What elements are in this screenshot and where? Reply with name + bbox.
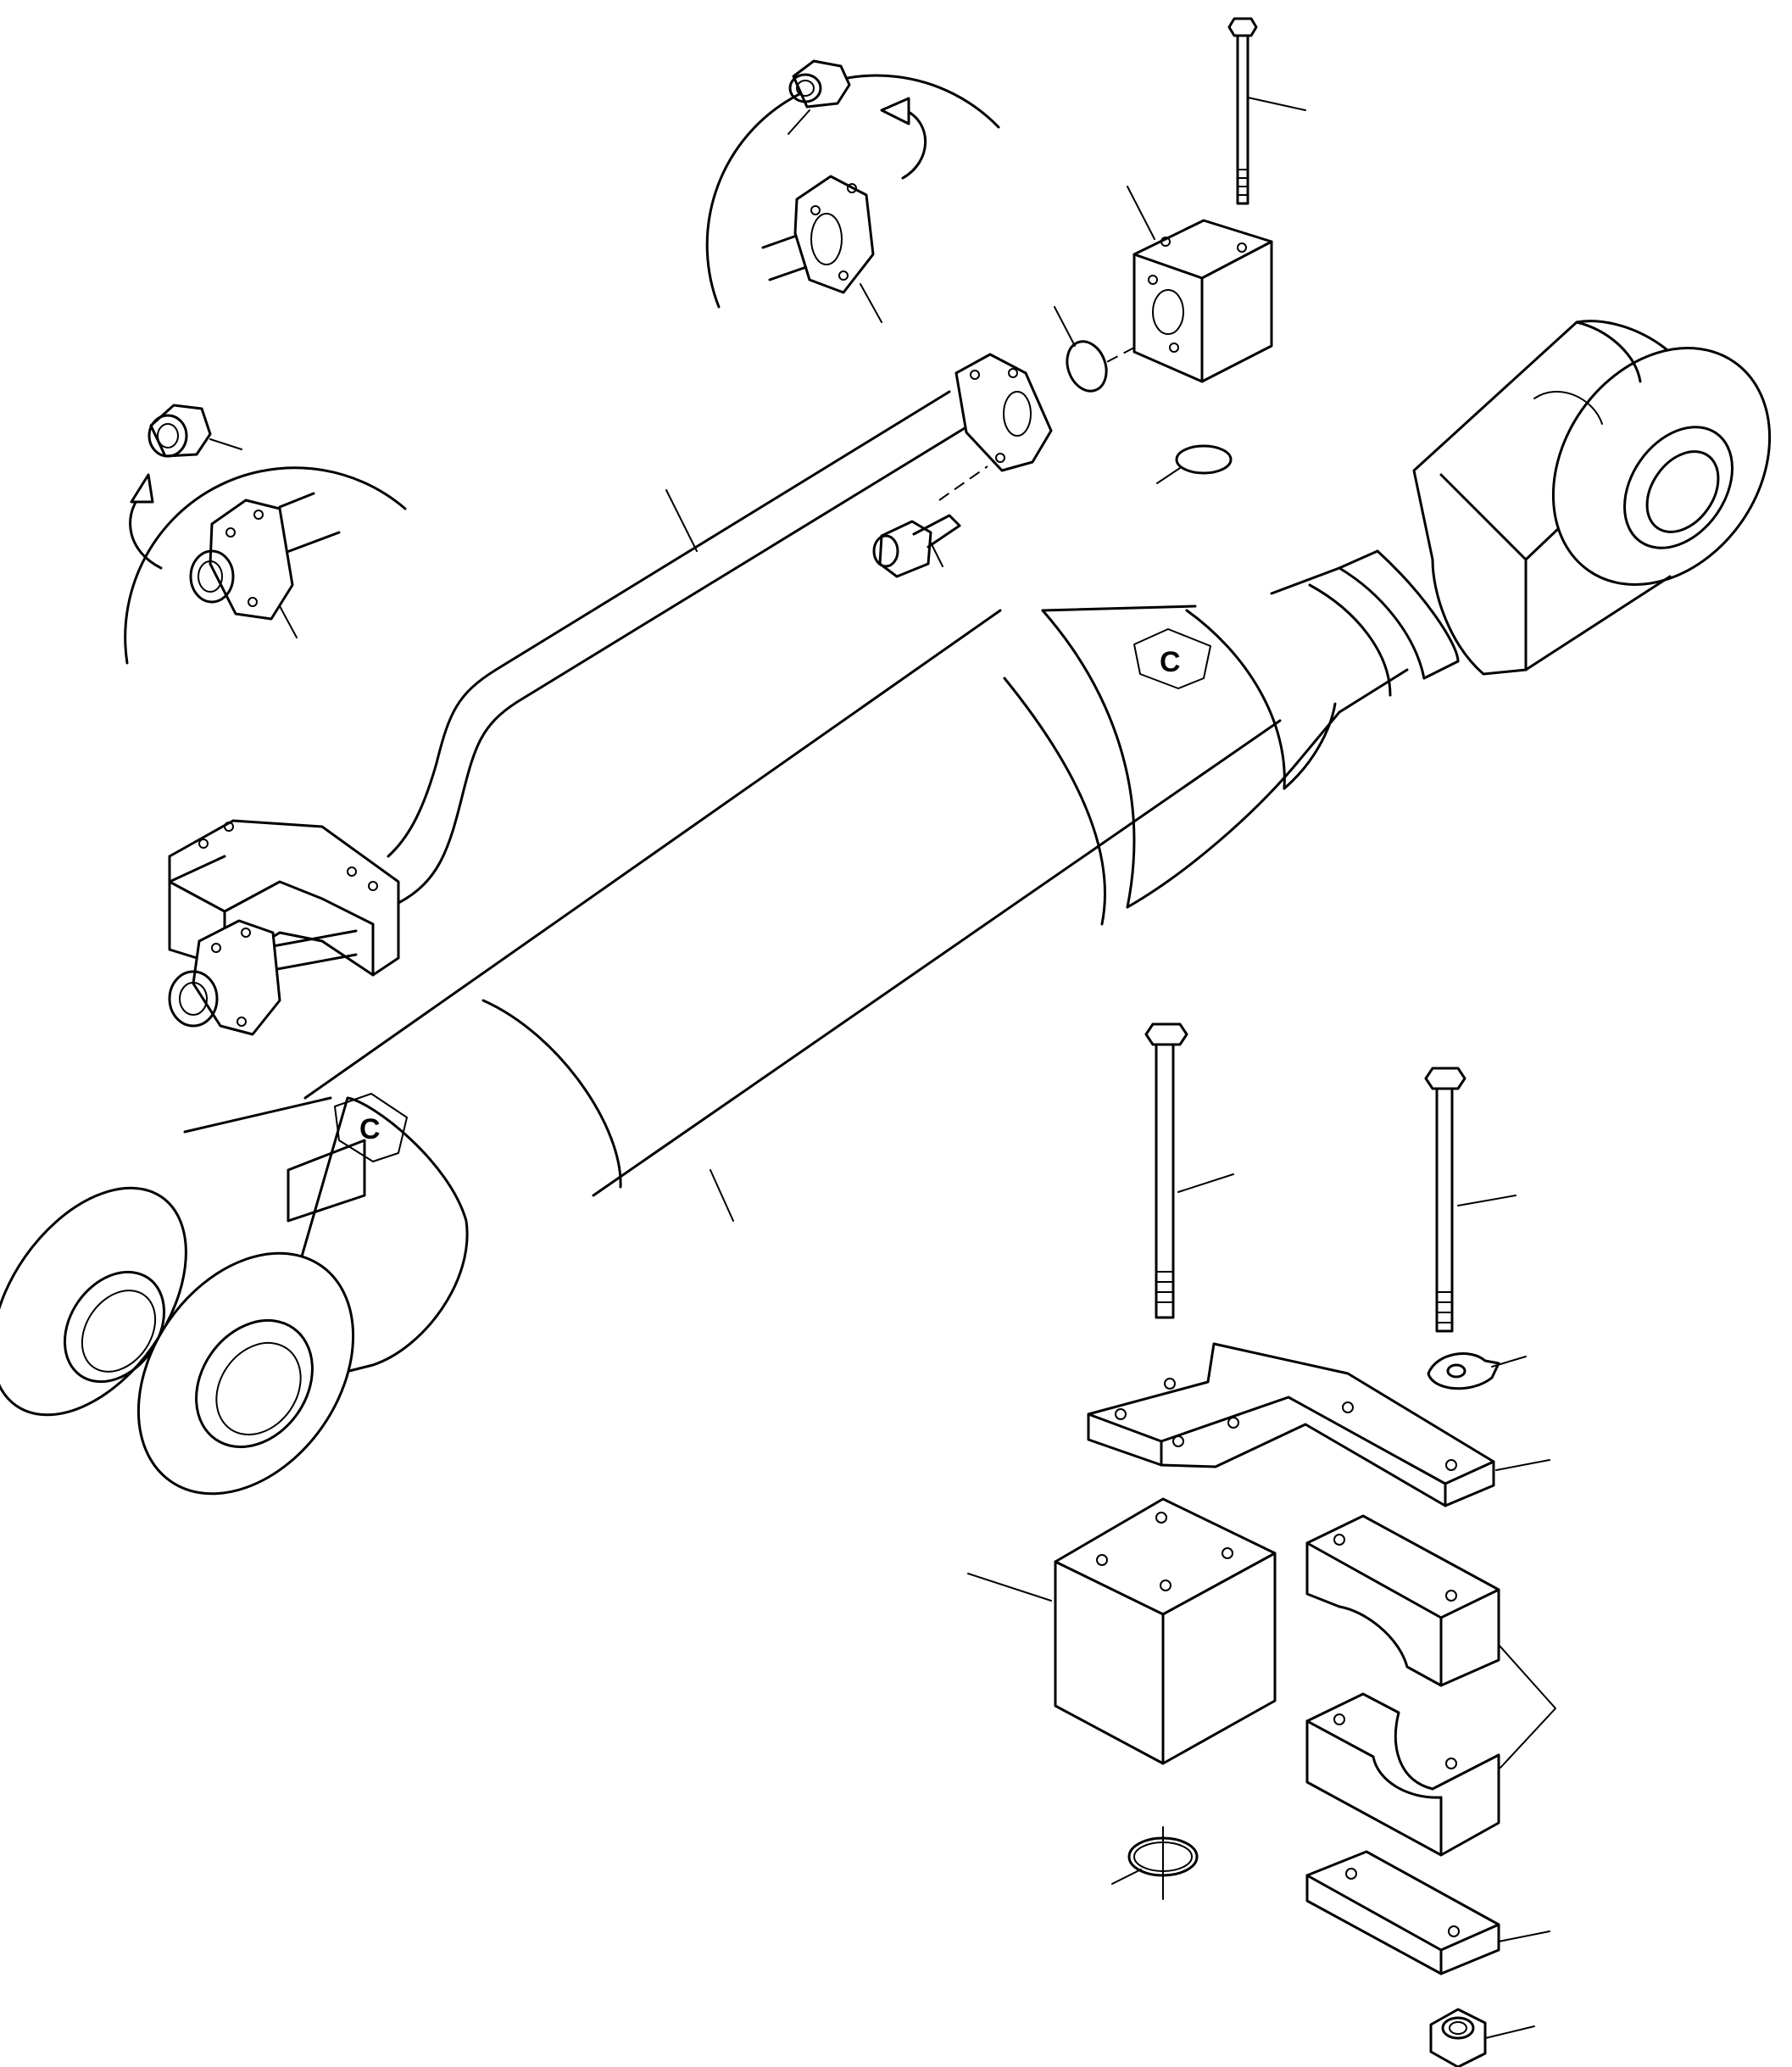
socket-head-bolt [872,514,961,578]
banjo-fitting-left [147,404,212,458]
clamp-half-lower [1305,1692,1500,1857]
cylinder-stamp-bottom: C [334,1093,408,1162]
o-ring-top [1066,340,1108,393]
tube-flange-upper [954,353,1053,472]
tube-clamp-assembly [168,819,400,1036]
svg-text:C: C [359,1113,381,1145]
detail-view-top [705,59,1000,323]
cylinder-stamp: C [1133,628,1211,689]
cylinder-bottom-clevis: C [0,1093,469,1496]
tube-end-block [1133,219,1273,383]
clamp-plate [1087,1342,1495,1507]
hydraulic-tube [387,390,966,905]
clamp-bolt-2 [1424,1067,1466,1333]
split-flange [761,175,875,294]
cylinder-rod [1270,549,1460,714]
split-flange-left [189,492,341,621]
rotation-arrow-left-icon [129,494,163,570]
long-bolt-top [1227,17,1258,205]
lower-plate [1305,1850,1500,1975]
clamp-bolt-1 [1144,1022,1188,1319]
stamp-mark-text: C [1160,646,1181,678]
hex-nut [1429,2008,1487,2067]
o-ring-middle [1175,444,1233,475]
rotation-arrow-icon [901,109,927,180]
lock-washer [1427,1352,1500,1390]
cylinder-rod-clevis [1412,320,1772,676]
hydraulic-cylinder: C [303,549,1460,1197]
detail-view-left [124,404,407,665]
clamp-block [1054,1497,1277,1765]
clamp-half-upper [1305,1514,1500,1687]
banjo-fitting [788,59,851,109]
